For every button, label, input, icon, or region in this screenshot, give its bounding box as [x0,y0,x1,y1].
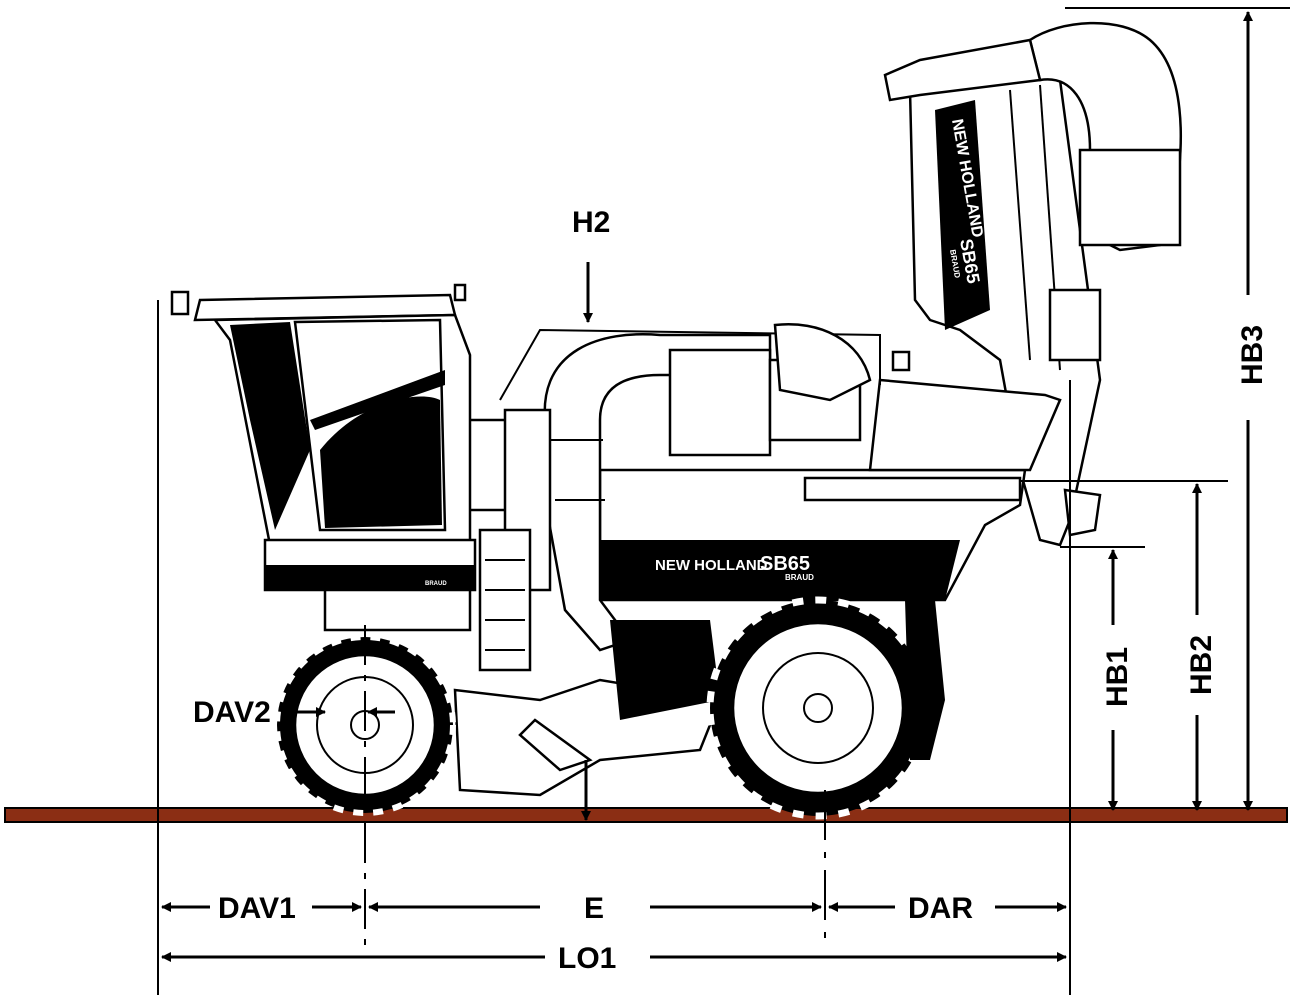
cab-sub-text: BRAUD [425,581,447,587]
dimension-labels: H2 HB3 HB2 HB1 DAV2 DAV1 E DAR LO1 [193,206,1269,975]
label-hb2: HB2 [1185,635,1218,695]
harvester-illustration: NEW HOLLAND SB65 BRAUD NEW HOLLAND SB65 … [170,21,1182,820]
label-dav2: DAV2 [193,696,271,729]
hopper-model-text: SB65 [760,553,810,575]
ground-strip [4,807,1288,823]
engine-frame [458,323,881,592]
hopper-sub-text: BRAUD [785,573,814,582]
label-dar: DAR [908,892,973,925]
label-hb3: HB3 [1236,325,1269,385]
rear-conveyor: NEW HOLLAND SB65 BRAUD [883,21,1182,547]
label-dav1: DAV1 [218,892,296,925]
dimension-lines [157,7,1290,995]
rear-wheel [706,596,930,820]
cab-brand-text: NEW HOLLAND [345,566,428,578]
label-h2: H2 [572,206,610,239]
label-lo1: LO1 [558,942,616,975]
cab-model-text: SB65 [420,563,453,578]
rear-fender [905,600,945,760]
cab: NEW HOLLAND SB65 BRAUD [170,283,911,592]
hopper: NEW HOLLAND SB65 BRAUD [598,378,1062,602]
hopper-brand-text: NEW HOLLAND [655,557,768,574]
label-hb1: HB1 [1101,647,1134,707]
chassis [323,528,722,797]
label-e: E [584,892,604,925]
